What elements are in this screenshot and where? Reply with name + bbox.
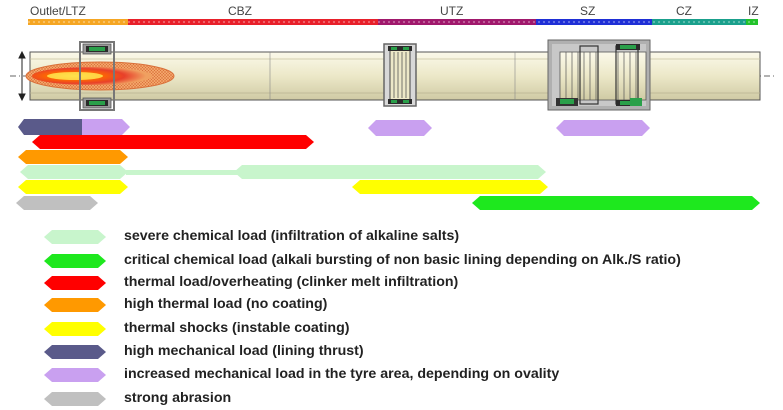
bar-high-mechanical-load xyxy=(18,119,82,135)
tyre-station-2 xyxy=(383,43,417,107)
legend-label: increased mechanical load in the tyre ar… xyxy=(124,366,560,382)
legend-item-tyre-area: increased mechanical load in the tyre ar… xyxy=(0,364,783,386)
legend-label: high thermal load (no coating) xyxy=(124,296,328,312)
zone-label-utz: UTZ xyxy=(440,4,463,18)
legend-item-thermal-shocks: thermal shocks (instable coating) xyxy=(0,318,783,340)
zone-label-cz: CZ xyxy=(676,4,692,18)
bar-severe-chemical-link xyxy=(126,170,240,175)
legend-swatch-icon xyxy=(44,230,106,244)
bar-critical-chemical xyxy=(472,196,760,210)
legend-label: strong abrasion xyxy=(124,390,232,406)
bar-tyre-area-2 xyxy=(368,120,432,136)
legend-item-critical-chemical: critical chemical load (alkali bursting … xyxy=(0,250,783,272)
legend-item-strong-abrasion: strong abrasion xyxy=(0,388,783,410)
legend-swatch-icon xyxy=(44,392,106,406)
legend-swatch-icon xyxy=(44,276,106,290)
kiln-diagram: Outlet/LTZ CBZ UTZ SZ CZ IZ xyxy=(10,4,775,210)
zone-segment-utz xyxy=(378,19,536,25)
legend-item-high-mechanical: high mechanical load (lining thrust) xyxy=(0,341,783,363)
diameter-arrow xyxy=(18,50,26,102)
zone-label-sz: SZ xyxy=(580,4,595,18)
legend-item-severe-chemical: severe chemical load (infiltration of al… xyxy=(0,226,783,248)
legend-item-thermal-overheating: thermal load/overheating (clinker melt i… xyxy=(0,272,783,294)
tyre-station-3-girth-gear xyxy=(547,39,651,111)
legend-swatch-icon xyxy=(44,322,106,336)
legend-label: thermal shocks (instable coating) xyxy=(124,320,350,336)
bar-thermal-shocks-1 xyxy=(18,180,128,194)
bar-thermal-shocks-2 xyxy=(352,180,548,194)
legend-swatch-icon xyxy=(44,345,106,359)
tyre-station-1 xyxy=(79,41,115,111)
bar-tyre-area-3 xyxy=(556,120,650,136)
bar-severe-chemical-1 xyxy=(20,165,128,179)
legend-label: thermal load/overheating (clinker melt i… xyxy=(124,274,459,290)
zone-label-cbz: CBZ xyxy=(228,4,252,18)
zone-bar xyxy=(28,19,758,25)
legend-swatch-icon xyxy=(44,254,106,268)
load-bars xyxy=(16,119,760,210)
bar-high-thermal-load xyxy=(18,150,128,164)
burner-flame xyxy=(25,61,175,91)
bar-tyre-area-1 xyxy=(82,119,130,135)
legend-label: severe chemical load (infiltration of al… xyxy=(124,228,460,244)
zone-segment-iz xyxy=(746,19,758,25)
zone-label-outlet-ltz: Outlet/LTZ xyxy=(30,4,86,18)
legend-label: critical chemical load (alkali bursting … xyxy=(124,252,681,268)
bar-severe-chemical-2 xyxy=(234,165,546,179)
bar-strong-abrasion xyxy=(16,196,98,210)
legend-swatch-icon xyxy=(44,368,106,382)
zone-label-iz: IZ xyxy=(748,4,759,18)
legend-swatch-icon xyxy=(44,298,106,312)
legend-item-high-thermal: high thermal load (no coating) xyxy=(0,294,783,316)
bar-thermal-overheating xyxy=(32,135,314,149)
legend-label: high mechanical load (lining thrust) xyxy=(124,343,364,359)
